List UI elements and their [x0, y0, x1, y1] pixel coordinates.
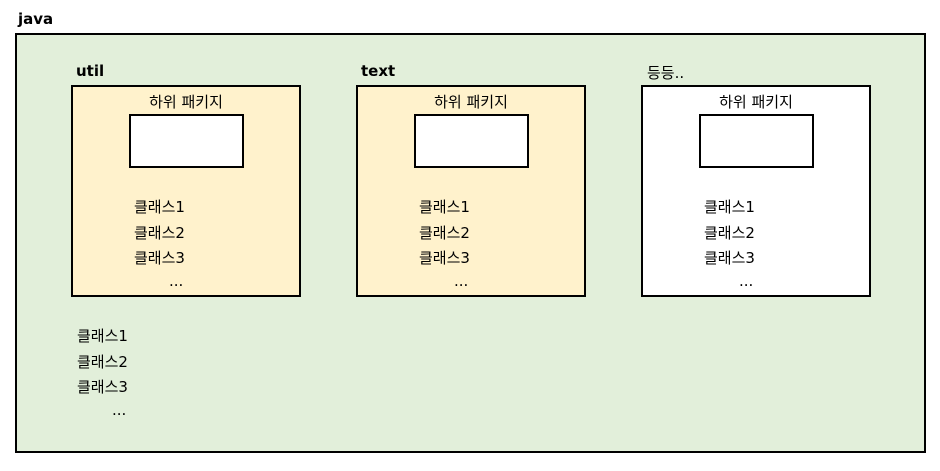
package-box-etc: 하위 패키지 클래스1 클래스2 클래스3 ... — [641, 85, 871, 297]
root-class-list: 클래스1 클래스2 클래스3 ... — [77, 324, 128, 419]
subpackage-box — [129, 114, 244, 168]
class-item: 클래스1 — [419, 198, 470, 216]
class-item: 클래스2 — [77, 352, 128, 371]
class-ellipsis: ... — [739, 271, 754, 290]
java-package-label: java — [18, 10, 54, 28]
package-label-etc: 등등.. — [647, 64, 685, 82]
class-item: 클래스1 — [77, 327, 128, 345]
class-item: 클래스1 — [134, 198, 185, 216]
class-ellipsis: ... — [169, 271, 184, 290]
class-item: 클래스3 — [134, 249, 185, 267]
package-label-text: text — [361, 62, 396, 80]
class-list: 클래스1 클래스2 클래스3 ... — [419, 195, 470, 290]
class-list: 클래스1 클래스2 클래스3 ... — [704, 195, 755, 290]
class-item: 클래스3 — [704, 249, 755, 267]
class-list: 클래스1 클래스2 클래스3 ... — [134, 195, 185, 290]
subpackage-title: 하위 패키지 — [434, 93, 508, 111]
class-item: 클래스2 — [134, 223, 185, 242]
class-item: 클래스2 — [419, 223, 470, 242]
subpackage-title: 하위 패키지 — [719, 93, 793, 111]
class-item: 클래스3 — [419, 249, 470, 267]
class-ellipsis: ... — [454, 271, 469, 290]
class-ellipsis: ... — [112, 400, 127, 419]
subpackage-box — [699, 114, 814, 168]
class-item: 클래스2 — [704, 223, 755, 242]
class-item: 클래스3 — [77, 378, 128, 396]
subpackage-box — [414, 114, 529, 168]
package-box-util: 하위 패키지 클래스1 클래스2 클래스3 ... — [71, 85, 301, 297]
package-label-util: util — [76, 62, 105, 80]
package-box-text: 하위 패키지 클래스1 클래스2 클래스3 ... — [356, 85, 586, 297]
class-item: 클래스1 — [704, 198, 755, 216]
subpackage-title: 하위 패키지 — [149, 93, 223, 111]
